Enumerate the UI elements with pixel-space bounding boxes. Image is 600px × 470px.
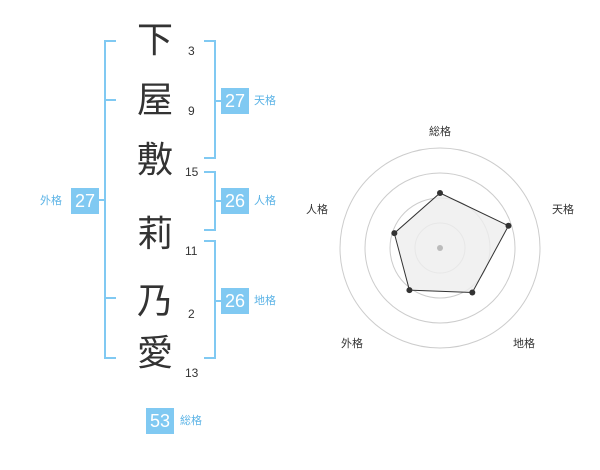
chikaku-value: 26 [221, 288, 249, 314]
radar-ring-1 [339, 147, 541, 349]
radar-point-2 [505, 222, 512, 229]
radar-point-5 [391, 230, 398, 237]
tenkaku-label: 天格 [254, 94, 276, 107]
soukaku-label: 総格 [180, 414, 202, 427]
name-char-4: 莉 [136, 214, 173, 255]
stroke-count-1: 3 [188, 44, 195, 58]
stroke-count-3: 15 [185, 165, 199, 179]
jinkaku-label: 人格 [254, 194, 276, 207]
name-char-5: 乃 [136, 281, 173, 322]
radar-point-3 [469, 289, 476, 296]
tenkaku-value: 27 [221, 88, 249, 114]
gaikaku-label: 外格 [40, 194, 62, 207]
radar-center-dot [437, 245, 443, 251]
radar-point-1 [437, 190, 443, 196]
stroke-count-2: 9 [188, 104, 195, 118]
stroke-count-6: 13 [185, 366, 199, 380]
jinkaku-value: 26 [221, 188, 249, 214]
stroke-count-4: 11 [185, 244, 198, 258]
radar-polygon [393, 192, 510, 294]
radar-label-jinkaku: 人格 [306, 203, 328, 216]
gaikaku-value: 27 [71, 188, 99, 214]
stroke-count-5: 2 [188, 307, 195, 321]
name-char-6: 愛 [136, 333, 173, 374]
name-char-2: 屋 [136, 80, 173, 121]
radar-label-chikaku: 地格 [513, 337, 535, 350]
name-char-3: 敷 [136, 140, 173, 181]
name-char-1: 下 [136, 20, 173, 61]
chikaku-label: 地格 [254, 294, 276, 307]
radar-label-tenkaku: 天格 [552, 203, 574, 216]
soukaku-value: 53 [146, 408, 174, 434]
radar-label-soukaku: 総格 [429, 125, 451, 138]
radar-point-4 [406, 287, 413, 294]
radar-ring-2 [364, 172, 516, 324]
radar-label-gaikaku: 外格 [341, 337, 363, 350]
